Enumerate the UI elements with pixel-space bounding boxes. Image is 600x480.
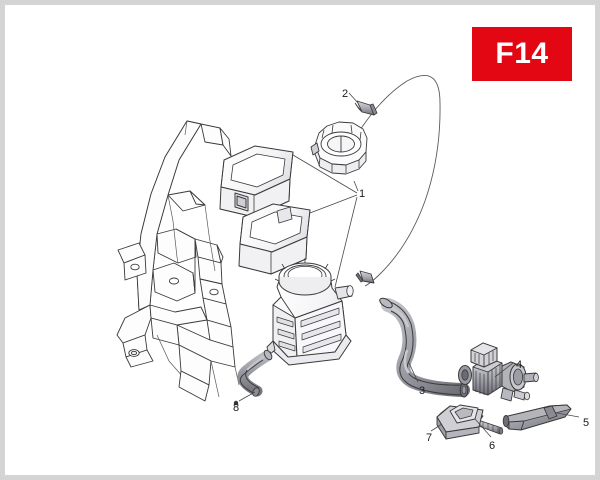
reservoir-tank-main xyxy=(266,258,354,366)
callout-6: 6 xyxy=(489,440,496,452)
mounting-bracket-clip xyxy=(436,404,484,440)
filler-cap xyxy=(310,121,368,175)
diagram-canvas xyxy=(116,74,580,440)
frame-bracket-arm-lower xyxy=(178,344,212,402)
cap-retainer-clip xyxy=(354,100,378,116)
callout-3: 3 xyxy=(419,385,426,397)
frame-bracket-tab-left xyxy=(117,242,147,281)
figure-badge-label: F14 xyxy=(495,37,549,70)
figure-badge: F14 xyxy=(472,27,572,81)
reservoir-box-lower xyxy=(238,203,311,275)
leader-lines xyxy=(238,92,580,438)
leader-dots xyxy=(233,400,239,406)
pump-assembly xyxy=(458,342,539,402)
drain-hose-lower xyxy=(237,349,273,397)
callout-1: 1 xyxy=(359,188,366,200)
cap-tether-line xyxy=(345,74,441,287)
callout-5: 5 xyxy=(583,417,590,429)
callout-2: 2 xyxy=(342,88,349,100)
outlet-nozzle-tube xyxy=(502,404,572,431)
frame-bracket-detail-lines xyxy=(156,120,240,398)
coolant-hose-upper xyxy=(379,297,470,398)
callout-8: 8 xyxy=(233,402,240,414)
callout-4: 4 xyxy=(516,359,523,371)
callout-7: 7 xyxy=(426,432,433,444)
tank-side-clip xyxy=(355,270,375,284)
